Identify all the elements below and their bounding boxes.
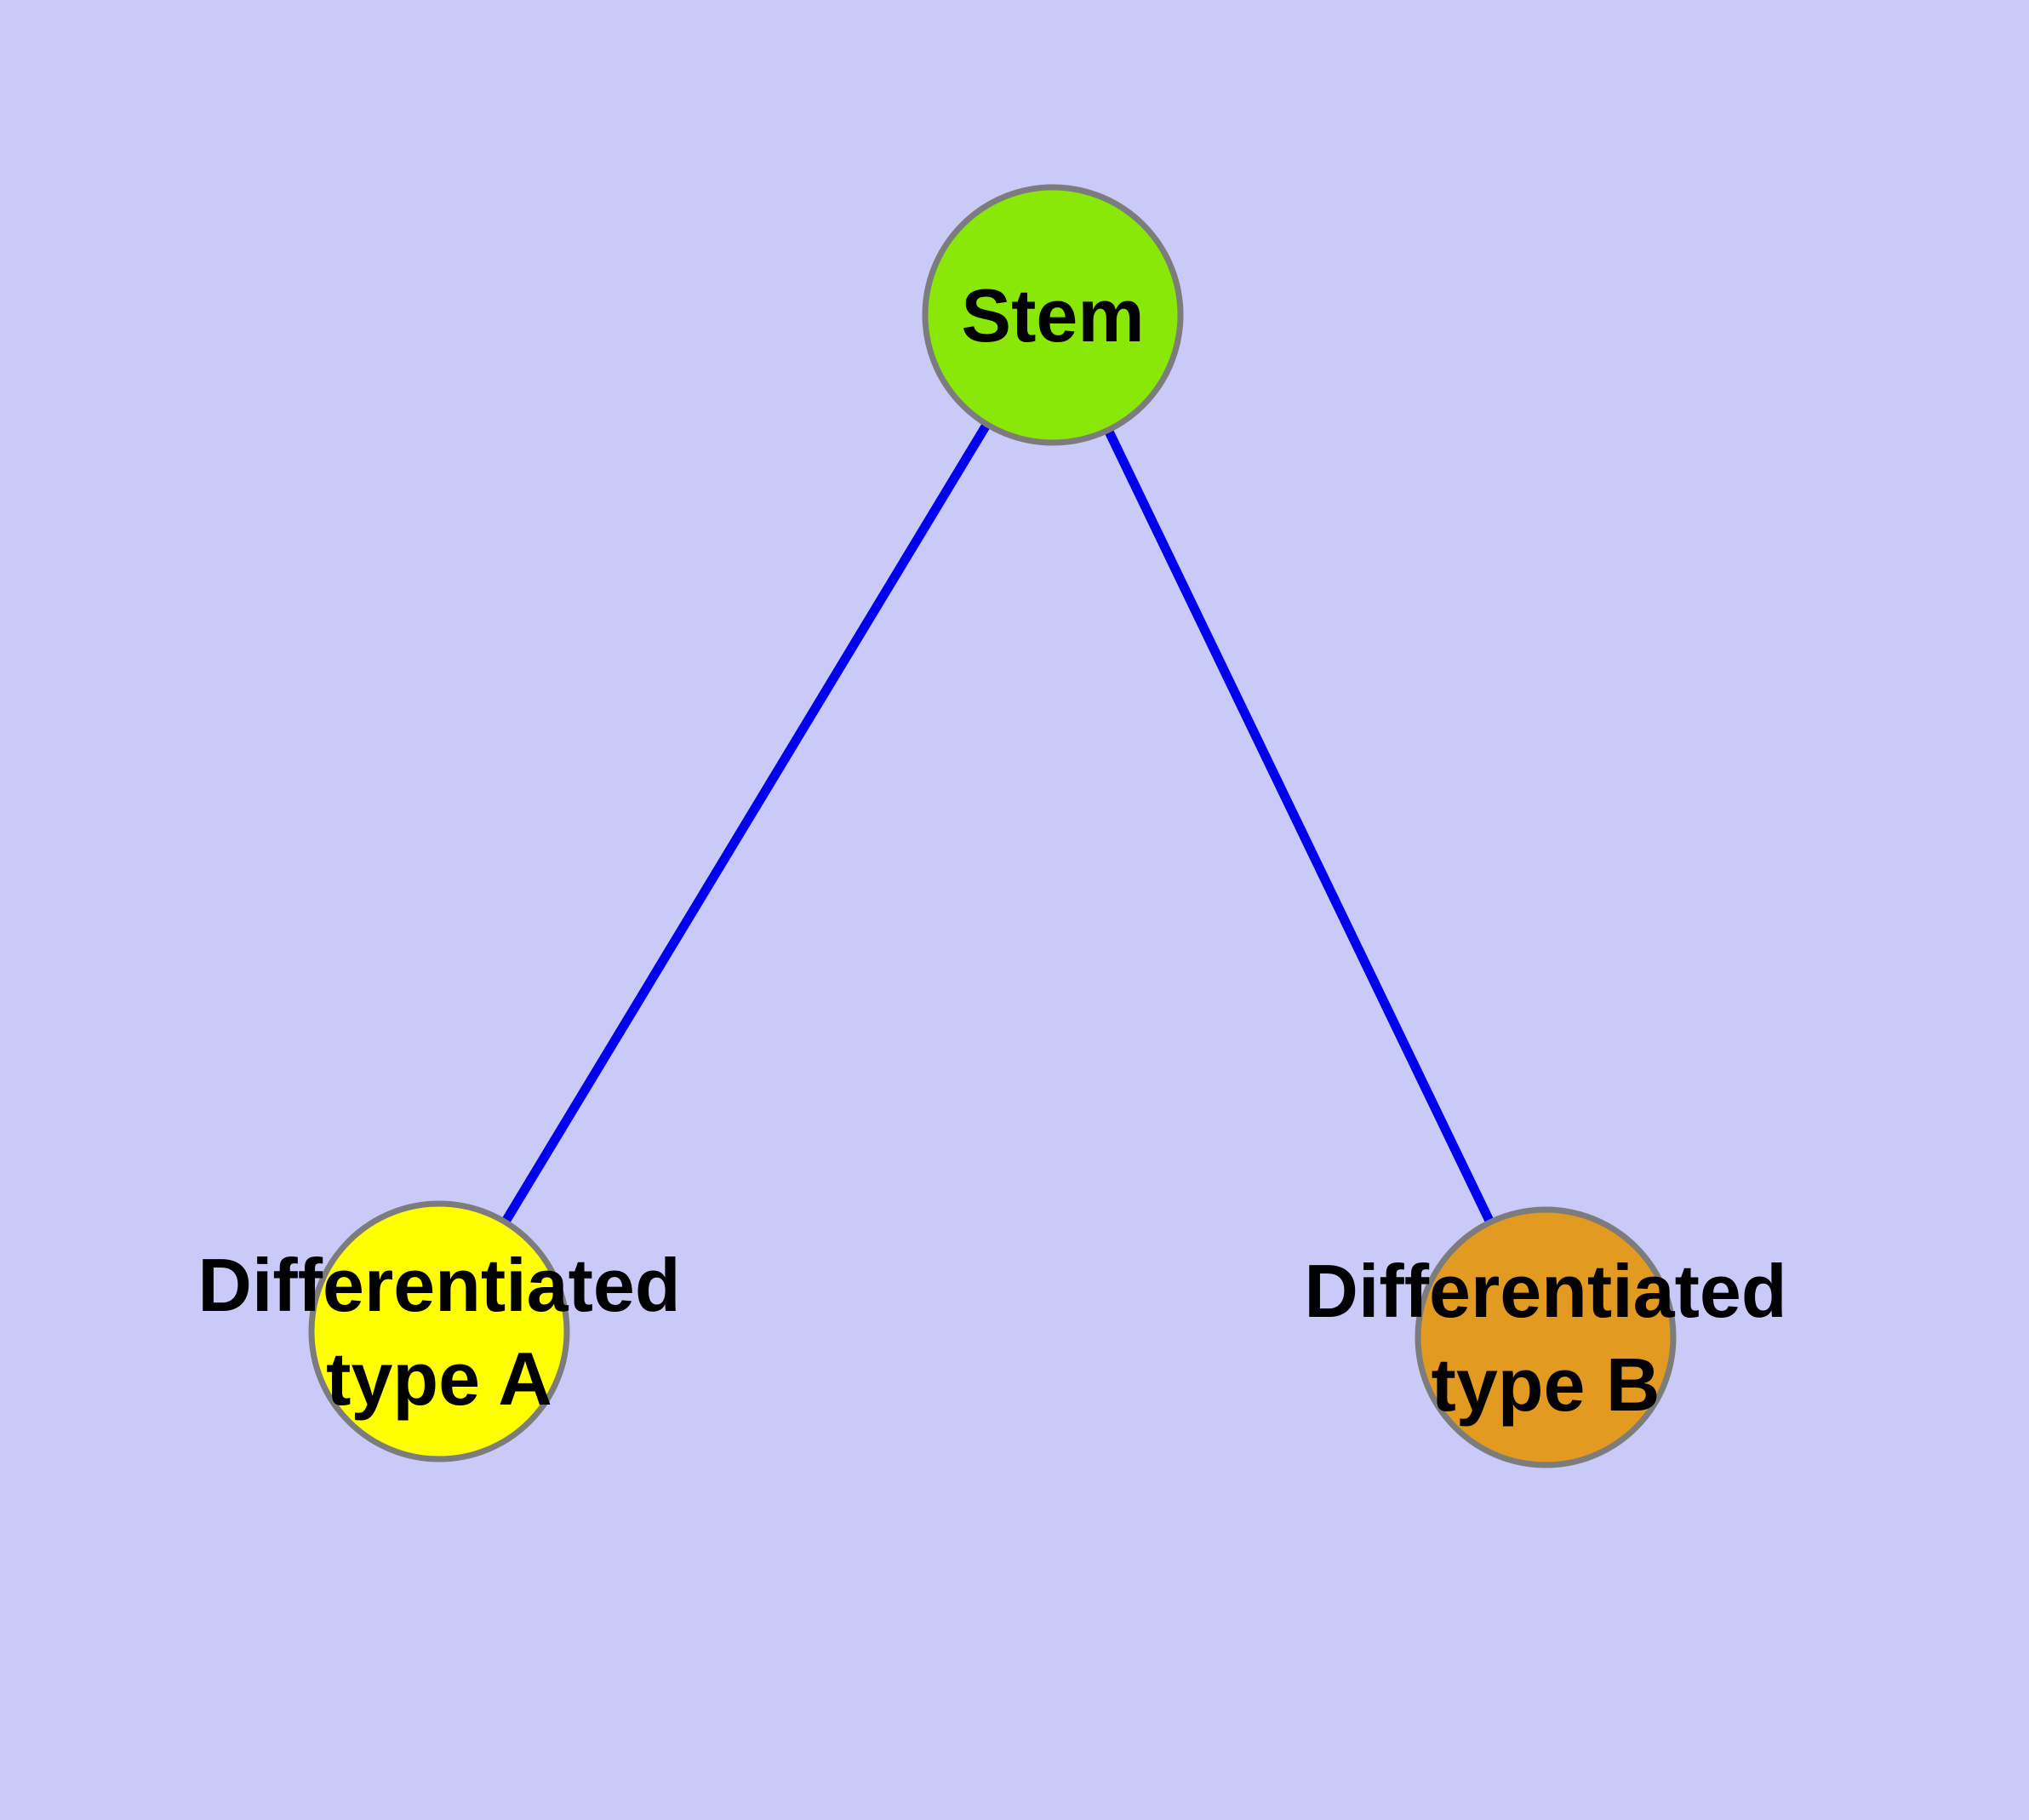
differentiated-type-a-label-line2: type A bbox=[326, 1336, 552, 1421]
differentiated-type-b-label-line2: type B bbox=[1432, 1342, 1660, 1427]
differentiated-type-a-label-line1: Differentiated bbox=[197, 1243, 680, 1327]
edge-stem-to-type-a bbox=[435, 312, 1057, 1334]
edge-stem-to-type-b bbox=[1049, 312, 1550, 1340]
differentiated-type-b-node-circle bbox=[1415, 1206, 1677, 1468]
differentiated-type-b-label-line1: Differentiated bbox=[1304, 1249, 1786, 1333]
stem-node-label: Stem bbox=[961, 273, 1144, 358]
differentiated-type-a-node-circle bbox=[308, 1200, 570, 1462]
stem-node-circle bbox=[922, 184, 1184, 446]
